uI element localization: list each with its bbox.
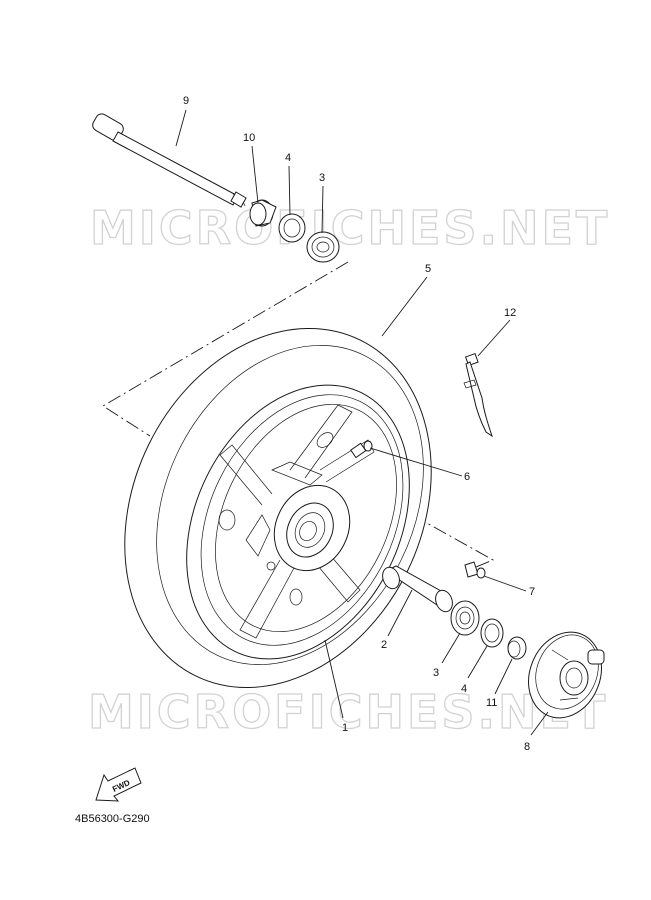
callout-4-bottom: 4: [461, 683, 467, 695]
leader-lines: [175, 109, 549, 736]
valve-part-6: [350, 440, 373, 459]
callout-3-top: 3: [319, 172, 325, 184]
callout-10: 10: [243, 132, 255, 144]
callout-1: 1: [342, 722, 348, 734]
callout-4-top: 4: [285, 152, 291, 164]
watermark-top: MICROFICHES.NET: [90, 201, 610, 255]
callout-9: 9: [183, 95, 189, 107]
collar-part-10: [249, 199, 277, 227]
callout-numbers: 9 10 4 3 5 12 6 7 2 3 4 11 8 1: [183, 95, 535, 753]
collar-part-11: [507, 636, 527, 660]
axle-part-9: [92, 113, 247, 208]
gear-unit-part-8: [528, 631, 605, 719]
callout-5: 5: [425, 263, 431, 275]
callout-6: 6: [464, 471, 470, 483]
bearing-part-3-top: [306, 231, 340, 263]
callout-3-bottom: 3: [433, 667, 439, 679]
callout-7: 7: [529, 586, 535, 598]
callout-12: 12: [504, 307, 516, 319]
watermark-bottom: MICROFICHES.NET: [88, 685, 608, 739]
oil-seal-part-4-top: [278, 213, 306, 243]
bearing-part-3-bottom: [450, 600, 480, 636]
callout-2: 2: [381, 639, 387, 651]
figure-code: 4B56300-G290: [75, 813, 150, 825]
fwd-arrow-icon: FWD: [95, 767, 142, 802]
oil-seal-part-4-bottom: [480, 618, 504, 648]
cable-tie-part-12: [463, 352, 493, 438]
fitting-part-7: [464, 561, 486, 579]
callout-8: 8: [524, 741, 530, 753]
spacer-part-2: [382, 565, 453, 613]
callout-11: 11: [486, 697, 497, 709]
